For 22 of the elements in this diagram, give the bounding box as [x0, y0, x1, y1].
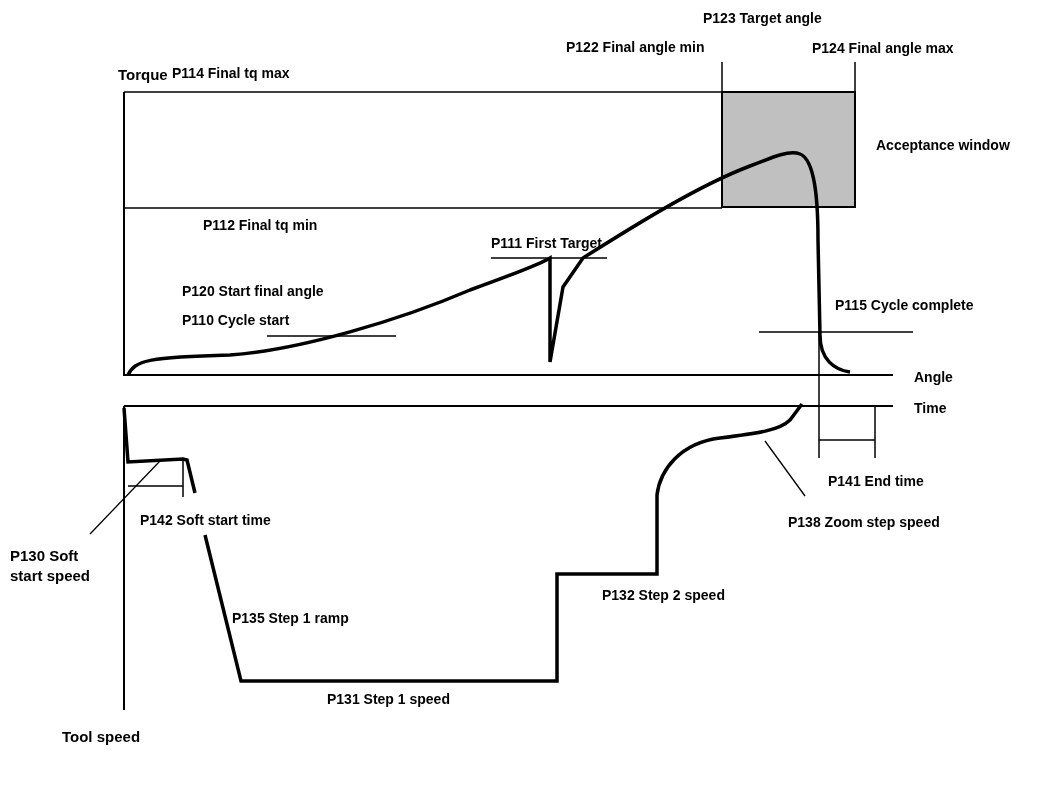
- parameter-label: Torque: [118, 67, 168, 83]
- callout-text: P138 Zoom step speed: [788, 512, 978, 532]
- parameter-label: P135 Step 1 ramp: [232, 610, 349, 626]
- parameter-label: P132 Step 2 speed: [602, 587, 725, 603]
- parameter-label: P115 Cycle complete: [835, 297, 974, 313]
- parameter-label: P122 Final angle min: [566, 39, 705, 55]
- callout-text: P130 Soft start speed: [10, 546, 115, 586]
- parameter-label: P110 Cycle start: [182, 312, 290, 328]
- parameter-label: Tool speed: [62, 729, 141, 745]
- parameter-label: Angle: [914, 369, 953, 385]
- parameter-label: Acceptance window: [876, 137, 1010, 153]
- parameter-label: Time: [914, 400, 947, 416]
- parameter-label: P123 Target angle: [703, 10, 822, 26]
- parameter-label: P142 Soft start time: [140, 512, 271, 528]
- leader-line: [764, 440, 806, 497]
- parameter-label: P114 Final tq max: [172, 65, 290, 81]
- parameter-label: P124 Final angle max: [812, 40, 954, 56]
- parameter-label: P141 End time: [828, 473, 924, 489]
- parameter-label: P111 First Target: [491, 235, 602, 251]
- leader-line: [89, 460, 161, 535]
- parameter-label: P112 Final tq min: [203, 217, 318, 233]
- parameter-label: P120 Start final angle: [182, 283, 324, 299]
